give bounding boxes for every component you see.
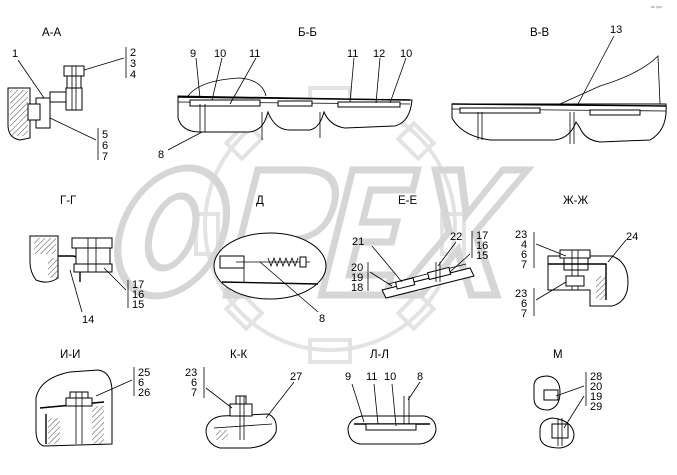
section-title-m: М: [553, 349, 563, 361]
section-aa: А-А 1 2 3 4 5 6 7: [7, 27, 136, 163]
stack-zhzh-a-0: 23: [515, 229, 527, 241]
section-bb: Б-Б 9 10 11 11 12 10 8: [158, 27, 413, 161]
stack-ee-a-1: 16: [476, 240, 488, 252]
callout-ee-21: 21: [352, 236, 364, 248]
corner-mark: ᵃᵖ ᵖᵖᵖ: [651, 5, 662, 11]
section-title-zhzh: Ж-Ж: [563, 195, 588, 207]
stack-aa-a-1: 3: [130, 58, 136, 70]
stack-m-1: 20: [590, 381, 602, 393]
callout-aa-1: 1: [12, 48, 18, 60]
stack-kk-1: 6: [191, 377, 197, 389]
callout-bb-11b: 11: [347, 48, 358, 60]
callout-ll-10: 10: [384, 371, 396, 383]
section-gg: Г-Г 14 17 16 15: [29, 195, 144, 326]
stack-ee-a-0: 17: [476, 230, 488, 242]
stack-ee-b-0: 20: [351, 262, 363, 274]
callout-ll-11: 11: [366, 371, 377, 383]
section-title-bb: Б-Б: [298, 27, 317, 39]
callout-zhzh-24: 24: [626, 231, 638, 243]
stack-ii-2: 26: [138, 387, 150, 399]
section-ee: Е-Е 21 22 17 16 15 20 19 18: [351, 195, 488, 299]
stack-aa-a-2: 4: [130, 69, 136, 81]
section-title-ll: Л-Л: [370, 349, 389, 361]
stack-zhzh-b-0: 23: [515, 288, 527, 300]
stack-gg-2: 15: [132, 299, 144, 311]
section-title-gg: Г-Г: [60, 195, 77, 207]
callout-bb-12: 12: [373, 48, 385, 60]
callout-bb-9: 9: [190, 48, 196, 60]
stack-ii-1: 6: [138, 377, 144, 389]
stack-zhzh-b-2: 7: [521, 308, 527, 320]
stack-zhzh-b-1: 6: [521, 298, 527, 310]
callout-bb-11a: 11: [249, 48, 260, 60]
section-title-ii: И-И: [60, 349, 80, 361]
section-ll: Л-Л 9 11 10 8: [345, 349, 437, 445]
section-zhzh: Ж-Ж 24 23 4 6 7 23 6 7: [515, 195, 638, 320]
callout-bb-8: 8: [158, 149, 164, 161]
section-title-kk: К-К: [230, 349, 248, 361]
stack-ee-b-2: 18: [351, 282, 363, 294]
stack-zhzh-a-2: 6: [521, 249, 527, 261]
section-ii: И-И 25 6 26: [35, 349, 150, 447]
stack-aa-b-2: 7: [102, 151, 108, 163]
stack-ee-a-2: 15: [476, 250, 488, 262]
watermark-text: OPEX: [316, 230, 344, 241]
callout-vv-13: 13: [610, 24, 622, 36]
stack-m-3: 29: [590, 401, 602, 413]
stack-gg-0: 17: [132, 279, 144, 291]
stack-ii-0: 25: [138, 367, 150, 379]
callout-bb-10b: 10: [400, 48, 412, 60]
stack-kk-2: 7: [191, 387, 197, 399]
section-title-vv: В-В: [530, 27, 550, 39]
stack-aa-b-0: 5: [102, 129, 108, 141]
callout-d-8: 8: [319, 313, 325, 325]
callout-bb-10a: 10: [214, 48, 226, 60]
stack-zhzh-a-1: 4: [521, 239, 527, 251]
callout-gg-14: 14: [82, 314, 94, 326]
stack-zhzh-a-3: 7: [521, 259, 527, 271]
section-d: Д 8: [213, 195, 327, 325]
stack-aa-b-1: 6: [102, 140, 108, 152]
callout-ll-8: 8: [417, 371, 423, 383]
section-kk: К-К 27 23 6 7: [185, 349, 302, 449]
stack-ee-b-1: 19: [351, 272, 363, 284]
stack-m-2: 19: [590, 391, 602, 403]
section-title-ee: Е-Е: [398, 195, 418, 207]
stack-aa-a-0: 2: [130, 47, 136, 59]
stack-gg-1: 16: [132, 289, 144, 301]
section-title-aa: А-А: [42, 27, 62, 39]
section-title-d: Д: [256, 195, 264, 207]
callout-ll-9: 9: [345, 371, 351, 383]
stack-m-0: 28: [590, 371, 602, 383]
stack-kk-0: 23: [185, 367, 197, 379]
callout-ee-22: 22: [450, 231, 462, 243]
section-vv: В-В 13: [451, 24, 667, 144]
callout-kk-27: 27: [290, 371, 302, 383]
section-m: М 28 20 19 29: [533, 349, 602, 449]
